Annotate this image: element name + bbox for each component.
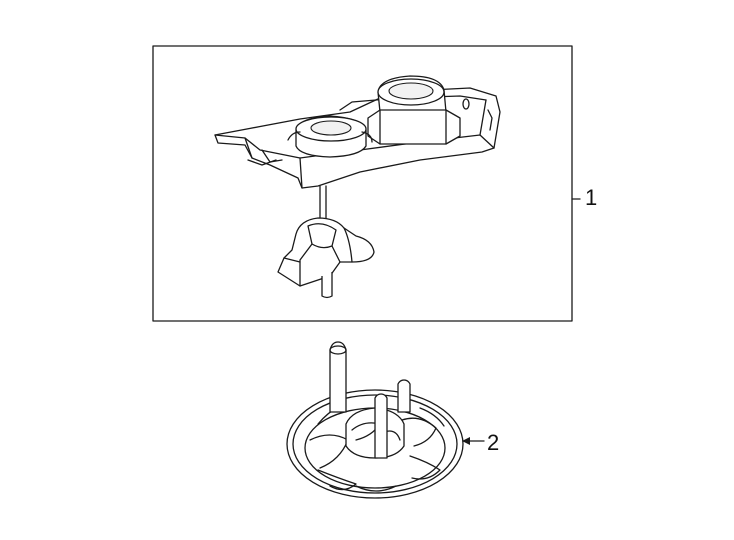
- part-1-hanging-clamp: [277, 185, 375, 299]
- part-1-frame: [152, 45, 573, 322]
- part-2-base-retainer: [286, 341, 464, 499]
- part-1-bracket-assembly: [214, 75, 501, 189]
- callout-number-1: 1: [585, 185, 598, 210]
- callout-number-2: 2: [487, 430, 500, 455]
- leader-arrow-2: [462, 437, 485, 445]
